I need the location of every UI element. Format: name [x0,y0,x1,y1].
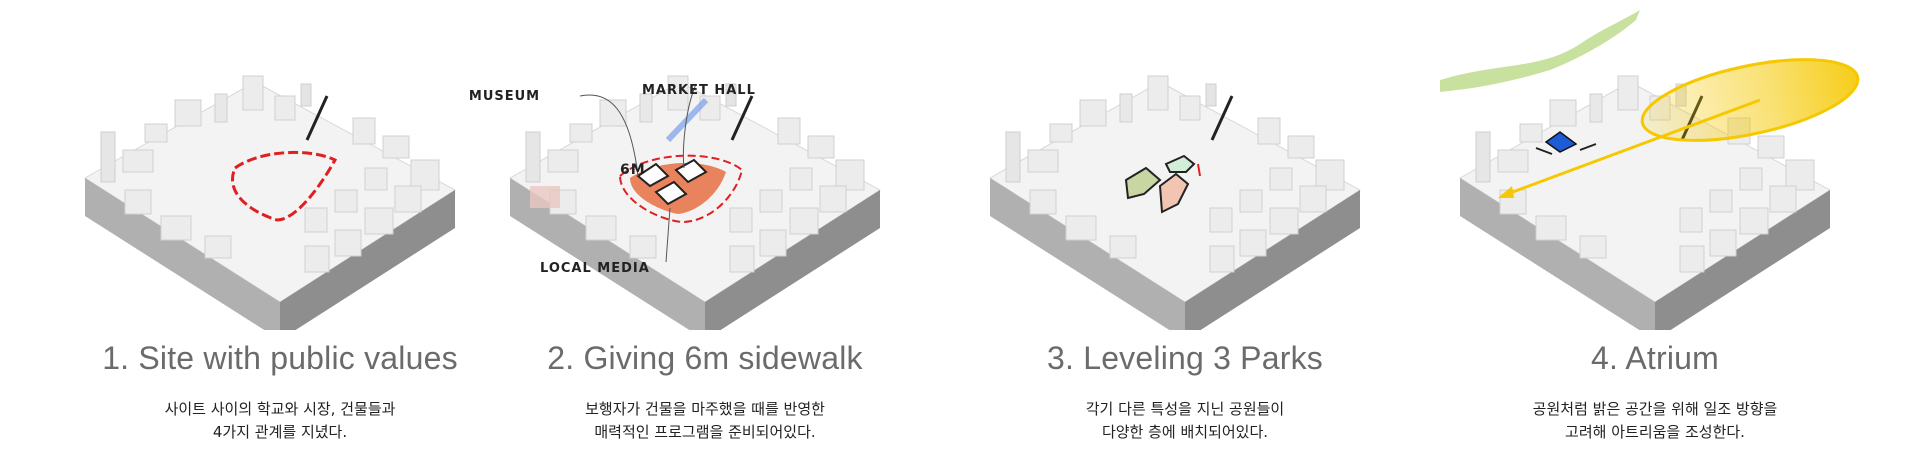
site-model-2: ART MUSEUM MARKET HALL 6M LOCAL MEDIA [470,74,882,330]
sun-path [1640,58,1860,142]
panel-description: 보행자가 건물을 마주했을 때를 반영한 매력적인 프로그램을 준비되어있다. [585,400,825,441]
atrium-roof [1544,131,1578,153]
panel-atrium: 4. Atrium 공원처럼 밝은 공간을 위해 일조 방향을 고려해 아트리움… [1420,0,1890,457]
label-6m: 6M [620,162,646,178]
sunlight-ray [1501,98,1761,198]
pavilion-2 [674,158,708,184]
panel-description: 공원처럼 밝은 공간을 위해 일조 방향을 고려해 아트리움을 조성한다. [1532,400,1778,441]
park-green [1124,166,1162,200]
label-market-hall: MARKET HALL [642,83,756,98]
site-model-1 [83,74,457,330]
art-museum-leader [579,94,639,177]
label-art-museum: ART MUSEUM [470,89,540,104]
panel-description: 사이트 사이의 학교와 시장, 건물들과 4가지 관계를 지녔다. [164,400,396,441]
pavilion-1 [636,162,670,188]
panel-title: 3. Leveling 3 Parks [1047,340,1323,376]
public-boundary-outline [231,151,338,222]
sidewalk-boundary-outline [618,154,744,224]
panel-site-public-values: 1. Site with public values 사이트 사이의 학교와 시… [45,0,515,457]
park-pink [1158,172,1190,214]
pavilion-3 [654,180,688,206]
local-media-leader [665,207,671,263]
park-mint [1164,154,1196,173]
market-hall-leader [682,83,697,169]
panel-leveling-parks: 3. Leveling 3 Parks 각기 다른 특성을 지닌 공원들이 다양… [950,0,1420,457]
panel-description: 각기 다른 특성을 지닌 공원들이 다양한 층에 배치되어있다. [1085,400,1285,441]
label-local-media: LOCAL MEDIA [540,261,650,276]
panel-title: 2. Giving 6m sidewalk [547,340,863,376]
green-band-top [1440,10,1640,92]
site-model-3 [988,74,1362,330]
museum-highlight [530,186,560,208]
panel-giving-sidewalk: ART MUSEUM MARKET HALL 6M LOCAL MEDIA 2.… [470,0,940,457]
panel-title: 1. Site with public values [102,340,458,376]
site-model-4 [1440,10,1860,330]
panel-title: 4. Atrium [1590,340,1720,376]
